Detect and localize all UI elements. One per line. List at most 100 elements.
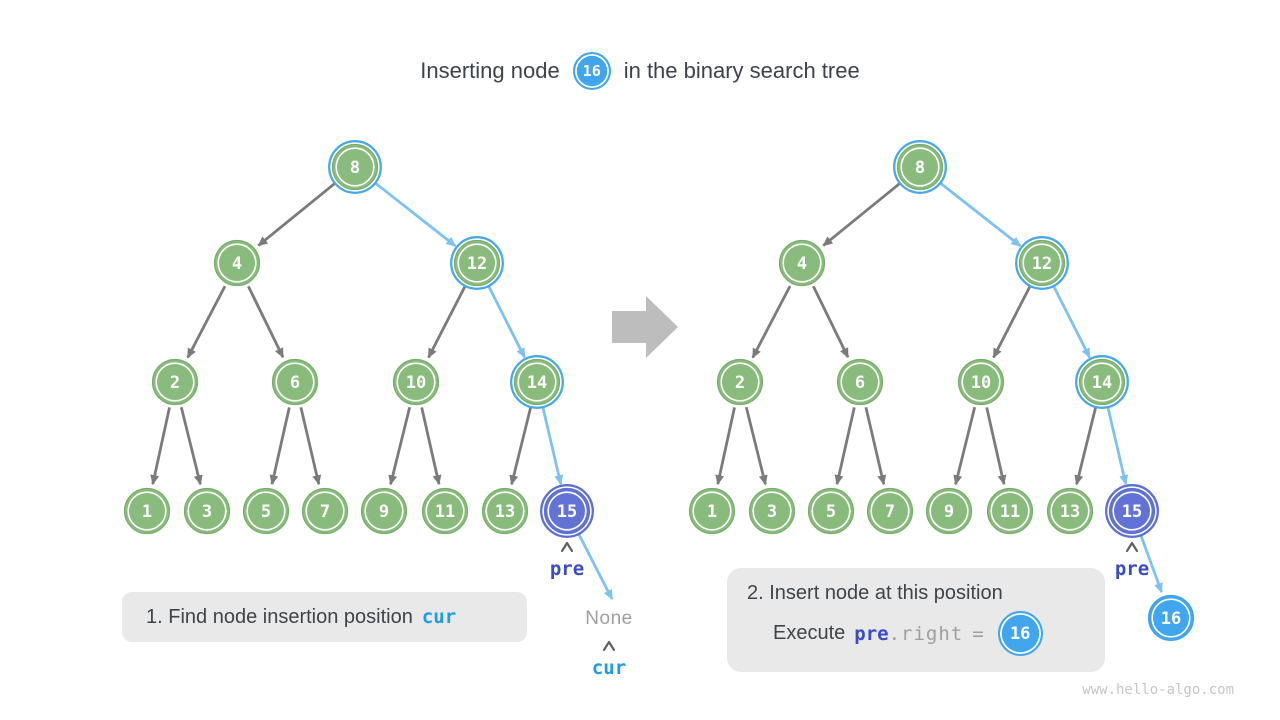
after-node-12-value: 12 <box>1032 254 1052 274</box>
before-node-7-value: 7 <box>320 502 330 522</box>
step2-caption: 2. Insert node at this position Execute … <box>727 568 1105 672</box>
edge-2-3 <box>179 406 203 486</box>
after-node-14: 14 <box>1075 355 1129 409</box>
after-node-16-value: 16 <box>1161 609 1181 629</box>
after-node-2: 2 <box>716 358 764 406</box>
edge-8-4 <box>822 182 901 247</box>
step2-node-value: 16 <box>1009 623 1031 644</box>
after-node-5: 5 <box>807 487 855 535</box>
after-node-9: 9 <box>925 487 973 535</box>
edge-10-9 <box>388 406 412 486</box>
after-node-16: 16 <box>1147 594 1195 642</box>
after-pre-pointer-icon <box>1125 541 1139 553</box>
before-node-9: 9 <box>360 487 408 535</box>
after-node-7: 7 <box>866 487 914 535</box>
after-node-10: 10 <box>957 358 1005 406</box>
after-node-6-value: 6 <box>855 373 865 393</box>
edge-4-6 <box>247 285 285 359</box>
watermark: www.hello-algo.com <box>1082 682 1234 698</box>
title-prefix: Inserting node <box>420 58 560 83</box>
edge-10-9 <box>953 406 977 486</box>
step2-line1: 2. Insert node at this position <box>747 582 1003 604</box>
after-node-11-value: 11 <box>1000 502 1020 522</box>
after-node-6: 6 <box>836 358 884 406</box>
step2-equals-sign: = <box>972 622 985 645</box>
step2-pre-code: pre <box>854 622 889 645</box>
step1-cur-code: cur <box>421 606 457 628</box>
edge-15-16 <box>1139 534 1163 594</box>
before-node-6: 6 <box>271 358 319 406</box>
before-node-5: 5 <box>242 487 290 535</box>
after-node-8: 8 <box>893 140 947 194</box>
edge-14-13 <box>1074 406 1098 486</box>
edge-4-2 <box>186 285 227 359</box>
after-node-1: 1 <box>688 487 736 535</box>
after-node-13: 13 <box>1046 487 1094 535</box>
before-cur-label: cur <box>592 657 626 679</box>
after-node-4-value: 4 <box>797 254 807 274</box>
before-node-12-value: 12 <box>467 254 487 274</box>
edge-6-5 <box>834 407 856 486</box>
before-cur-pointer-icon <box>602 640 616 652</box>
before-node-2: 2 <box>151 358 199 406</box>
after-node-15-value: 15 <box>1122 502 1142 522</box>
edge-2-3 <box>744 406 768 486</box>
edge-14-15 <box>541 406 564 486</box>
before-pre-label: pre <box>550 558 584 580</box>
after-node-12: 12 <box>1015 236 1069 290</box>
title-node-badge: 16 <box>572 52 611 90</box>
after-node-3-value: 3 <box>767 502 777 522</box>
before-node-11-value: 11 <box>435 502 455 522</box>
before-node-5-value: 5 <box>261 502 271 522</box>
before-node-10-value: 10 <box>406 373 426 393</box>
edge-6-7 <box>864 406 887 486</box>
before-pre-pointer-icon <box>560 541 574 553</box>
before-node-3: 3 <box>183 487 231 535</box>
before-node-2-value: 2 <box>170 373 180 393</box>
before-node-1: 1 <box>123 487 171 535</box>
edge-12-10 <box>992 285 1032 359</box>
edge-14-13 <box>509 406 533 486</box>
before-node-11: 11 <box>421 487 469 535</box>
step2-execute-text: Execute <box>773 622 846 644</box>
before-node-9-value: 9 <box>379 502 389 522</box>
page-title: Inserting node 16 in the binary search t… <box>0 52 1280 90</box>
before-node-15: 15 <box>540 484 594 538</box>
edge-10-11 <box>985 407 1007 486</box>
after-node-13-value: 13 <box>1060 502 1080 522</box>
edge-12-14 <box>1052 285 1091 359</box>
before-none-label: None <box>585 608 632 629</box>
step1-caption: 1. Find node insertion position cur <box>122 592 527 642</box>
edge-2-1 <box>715 407 736 486</box>
before-node-14: 14 <box>510 355 564 409</box>
before-node-10: 10 <box>392 358 440 406</box>
edge-6-5 <box>269 407 291 486</box>
after-node-9-value: 9 <box>944 502 954 522</box>
after-node-10-value: 10 <box>971 373 991 393</box>
before-node-12: 12 <box>450 236 504 290</box>
before-node-13-value: 13 <box>495 502 515 522</box>
edge-14-15 <box>1106 406 1129 486</box>
edge-4-2 <box>751 285 792 359</box>
after-node-14-value: 14 <box>1092 373 1112 393</box>
edge-6-7 <box>299 406 322 486</box>
edge-10-11 <box>420 407 442 486</box>
before-node-4-value: 4 <box>232 254 242 274</box>
before-node-1-value: 1 <box>142 502 152 522</box>
edge-2-1 <box>150 407 171 486</box>
transition-arrow-icon <box>612 296 678 358</box>
before-node-15-value: 15 <box>557 502 577 522</box>
step2-accessor-code: .right <box>888 622 964 645</box>
before-node-8: 8 <box>328 140 382 194</box>
before-node-6-value: 6 <box>290 373 300 393</box>
after-node-5-value: 5 <box>826 502 836 522</box>
after-node-8-value: 8 <box>915 158 925 178</box>
before-node-4: 4 <box>213 239 261 287</box>
after-node-11: 11 <box>986 487 1034 535</box>
step2-line2: Execute pre .right = 16 <box>773 611 1105 656</box>
after-pre-label: pre <box>1115 558 1149 580</box>
before-node-14-value: 14 <box>527 373 547 393</box>
